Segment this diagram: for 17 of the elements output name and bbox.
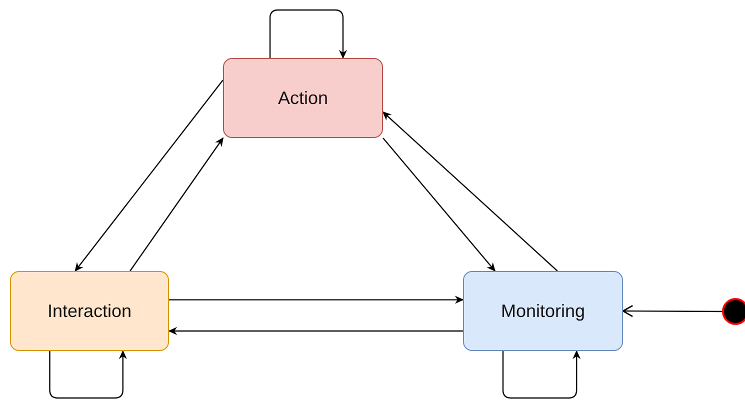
state-box	[463, 271, 623, 351]
state-label: Action	[278, 88, 328, 108]
state-label: Monitoring	[500, 300, 586, 322]
arrow	[168, 326, 463, 336]
arrow	[169, 296, 464, 304]
arrow	[382, 138, 496, 272]
arrow	[74, 80, 224, 272]
state-label: Interaction	[47, 300, 132, 322]
arrow	[49, 350, 127, 399]
start-circle	[722, 298, 745, 325]
arrow	[502, 350, 581, 399]
arrow	[269, 9, 348, 59]
arrow	[622, 304, 722, 318]
state-box	[10, 271, 169, 351]
arrow	[382, 111, 558, 272]
state-box	[223, 58, 383, 138]
arrow	[130, 137, 224, 272]
